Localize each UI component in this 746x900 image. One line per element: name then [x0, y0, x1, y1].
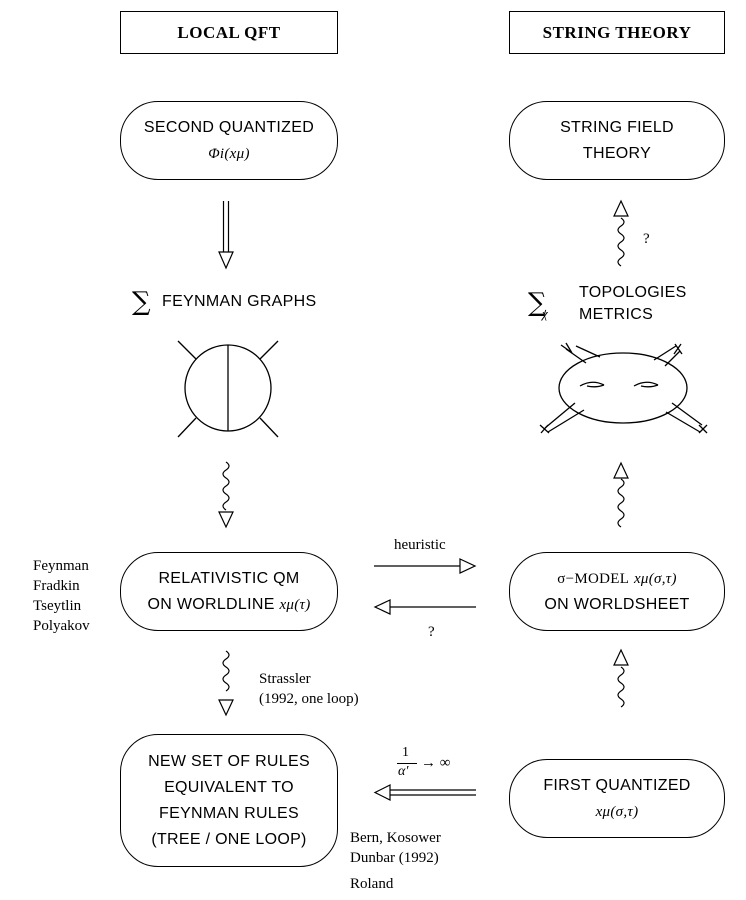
- box-sigma-model-formula: xμ(σ,τ): [633, 570, 677, 587]
- box-sigma-model-line1-row: σ−MODEL xμ(σ,τ): [557, 566, 677, 592]
- wavy-arrow-left-upper: [218, 461, 234, 529]
- alpha-fraction-bar: [397, 763, 417, 764]
- box-sigma-model-line2: ON WORLDSHEET: [544, 595, 690, 613]
- box-string-field-theory: STRING FIELD THEORY: [509, 101, 725, 180]
- question-mid: ?: [428, 624, 435, 640]
- heuristic-arrow: [374, 558, 477, 574]
- sum-symbol-left: ∑: [132, 287, 151, 317]
- wavy-arrow-right-top: [613, 199, 629, 267]
- box-second-quantized: SECOND QUANTIZED Φi(xμ): [120, 101, 338, 180]
- name-fradkin: Fradkin: [33, 578, 80, 594]
- name-tseytlin: Tseytlin: [33, 598, 82, 614]
- bern-line2: Dunbar (1992): [350, 850, 439, 866]
- box-first-quantized-title: FIRST QUANTIZED: [543, 776, 691, 794]
- wavy-arrow-left-lower: [218, 650, 234, 717]
- box-string-field-line2: THEORY: [582, 144, 652, 162]
- double-arrow-down: [218, 201, 234, 270]
- wavy-arrow-right-lower: [613, 648, 629, 708]
- header-string-theory-label: STRING THEORY: [542, 22, 692, 42]
- sum-subscript-chi: χ: [542, 306, 548, 321]
- box-new-rules-line2: EQUIVALENT TO: [164, 778, 294, 796]
- name-polyakov: Polyakov: [33, 618, 90, 634]
- topologies-label: TOPOLOGIES: [579, 284, 687, 301]
- sum-symbol-right: ∑: [528, 288, 547, 318]
- box-new-rules-line1: NEW SET OF RULES: [148, 752, 310, 770]
- heuristic-label: heuristic: [394, 537, 446, 553]
- box-relativistic-qm: RELATIVISTIC QM ON WORLDLINE xμ(τ): [120, 552, 338, 631]
- box-new-rules-line4: (TREE / ONE LOOP): [151, 830, 307, 848]
- box-sigma-model-prefix: σ−MODEL: [557, 570, 630, 587]
- strassler-line2: (1992, one loop): [259, 691, 359, 707]
- box-first-quantized: FIRST QUANTIZED xμ(σ,τ): [509, 759, 725, 838]
- box-second-quantized-formula: Φi(xμ): [208, 145, 250, 162]
- feynman-graphs-label: FEYNMAN GRAPHS: [162, 293, 317, 310]
- alpha-denominator: α′: [398, 764, 409, 779]
- header-local-qft-label: LOCAL QFT: [177, 22, 281, 42]
- box-relativistic-qm-formula: xμ(τ): [279, 596, 311, 613]
- header-string-theory: STRING THEORY: [509, 11, 725, 54]
- box-relativistic-qm-line2-row: ON WORLDLINE xμ(τ): [148, 592, 311, 618]
- question-top: ?: [643, 231, 650, 247]
- question-arrow: [373, 599, 476, 615]
- string-worldsheet-icon: [539, 342, 708, 434]
- roland-label: Roland: [350, 876, 394, 892]
- name-feynman: Feynman: [33, 558, 89, 574]
- names-list: Feynman Fradkin Tseytlin Polyakov: [33, 556, 90, 636]
- strassler-line1: Strassler: [259, 671, 311, 687]
- wavy-arrow-right-middle: [613, 461, 629, 528]
- box-sigma-model: σ−MODEL xμ(σ,τ) ON WORLDSHEET: [509, 552, 725, 631]
- box-relativistic-qm-line2: ON WORLDLINE: [147, 595, 275, 613]
- double-arrow-left: [373, 784, 476, 801]
- alpha-numerator: 1: [402, 745, 409, 760]
- box-new-rules-line3: FEYNMAN RULES: [159, 804, 299, 822]
- bern-line1: Bern, Kosower: [350, 830, 441, 846]
- metrics-label: METRICS: [579, 306, 654, 323]
- box-new-rules: NEW SET OF RULES EQUIVALENT TO FEYNMAN R…: [120, 734, 338, 867]
- box-first-quantized-formula: xμ(σ,τ): [595, 803, 639, 820]
- box-second-quantized-title: SECOND QUANTIZED: [143, 118, 315, 136]
- box-string-field-line1: STRING FIELD: [560, 118, 674, 136]
- header-local-qft: LOCAL QFT: [120, 11, 338, 54]
- alpha-limit: → ∞: [421, 755, 451, 771]
- feynman-graph-icon: [177, 340, 279, 438]
- box-relativistic-qm-line1: RELATIVISTIC QM: [158, 569, 300, 587]
